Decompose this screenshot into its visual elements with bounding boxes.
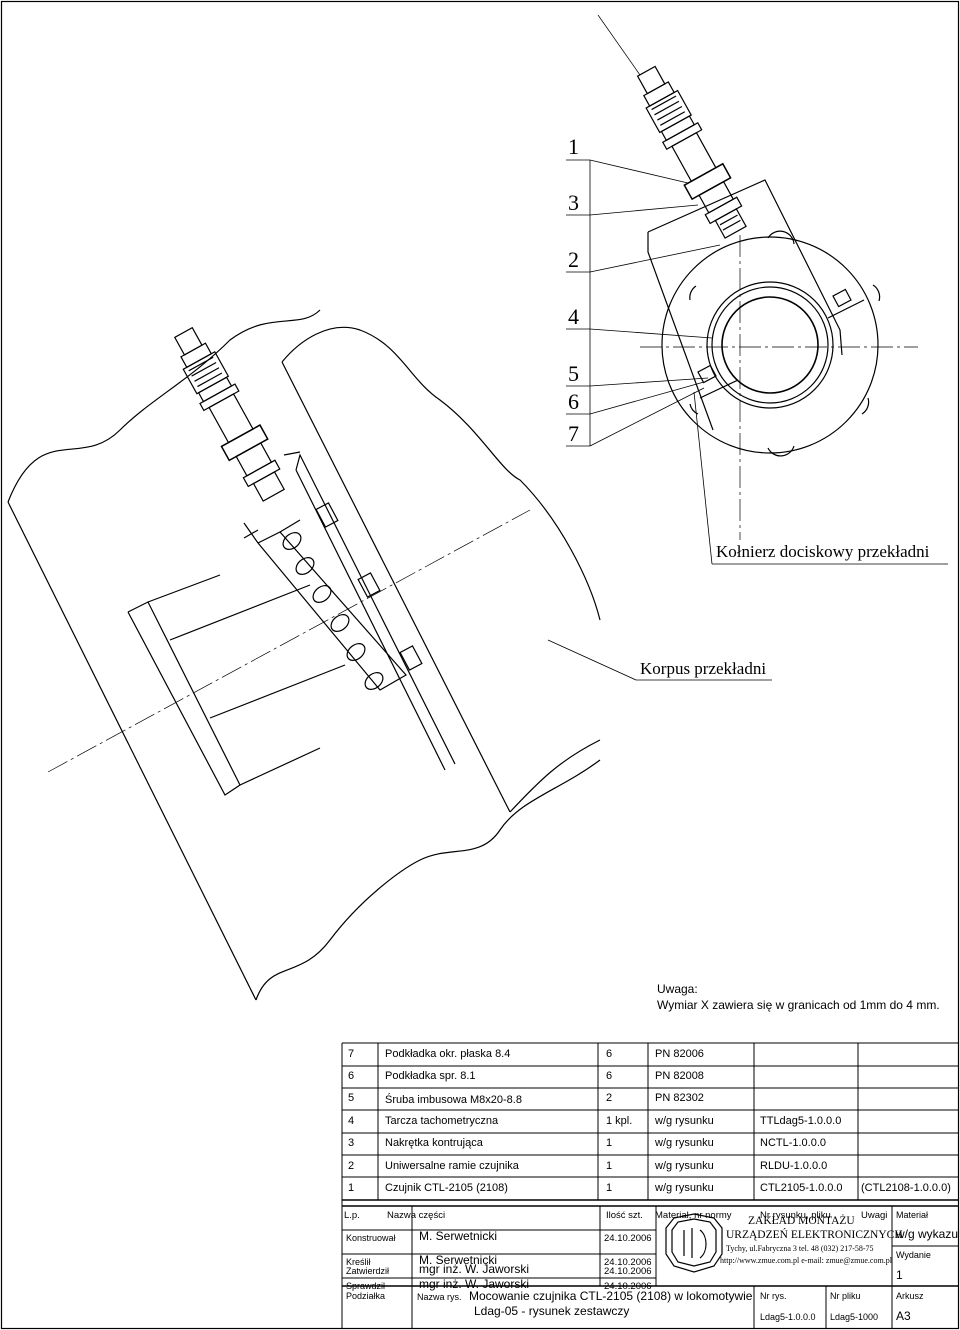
role-label: Zatwierdził — [346, 1266, 390, 1276]
parts-table-lines — [341, 1042, 958, 1328]
cell-qty: 2 — [606, 1092, 613, 1104]
cell-qty: 1 kpl. — [606, 1115, 633, 1127]
cell-name: Uniwersalne ramie czujnika — [385, 1160, 519, 1172]
role-date: 24.10.2006 — [604, 1233, 652, 1244]
callout-5: 5 — [568, 361, 579, 386]
header-name: Nazwa części — [387, 1210, 446, 1221]
cell-lp: 6 — [348, 1070, 355, 1082]
cell-lp: 1 — [348, 1182, 355, 1194]
callout-3: 3 — [568, 190, 579, 215]
sheet-label: Arkusz — [896, 1291, 924, 1301]
file-no-label: Nr pliku — [830, 1291, 861, 1301]
callout-7: 7 — [568, 421, 579, 446]
company-line2: URZĄDZEŃ ELEKTRONICZNYCH — [726, 1229, 903, 1241]
cell-name: Tarcza tachometryczna — [385, 1115, 499, 1127]
flange-label: Kołnierz dociskowy przekładni — [716, 542, 930, 561]
cell-material: PN 82006 — [655, 1048, 704, 1060]
cell-drawing: NCTL-1.0.0.0 — [760, 1137, 827, 1149]
note: Uwaga: Wymiar X zawiera się w granicach … — [657, 981, 940, 1013]
cell-lp: 2 — [348, 1160, 355, 1172]
header-lp: L.p. — [344, 1210, 360, 1221]
cell-name: Czujnik CTL-2105 (2108) — [385, 1182, 508, 1194]
cell-qty: 1 — [606, 1160, 613, 1172]
header-material: Materiał, nr normy — [655, 1210, 732, 1221]
cell-qty: 6 — [606, 1048, 613, 1060]
header-drawing: Nr rysunku, pliku — [760, 1210, 831, 1221]
role-date: 24.10.2006 — [604, 1257, 652, 1268]
edition-value: 1 — [896, 1268, 903, 1282]
drawing-name-label: Nazwa rys. — [417, 1292, 462, 1302]
edition-label: Wydanie — [896, 1250, 931, 1260]
cell-lp: 7 — [348, 1048, 355, 1060]
scale-label: Podziałka — [346, 1291, 386, 1301]
company-logo — [665, 1213, 723, 1273]
cell-material: PN 82008 — [655, 1070, 704, 1082]
role-person: mgr inż. W. Jaworski — [419, 1277, 530, 1291]
cell-drawing: RLDU-1.0.0.0 — [760, 1160, 828, 1172]
sheet-value: A3 — [896, 1309, 911, 1323]
cell-qty: 1 — [606, 1182, 613, 1194]
header-remarks: Uwagi — [861, 1210, 888, 1221]
note-title: Uwaga: — [657, 982, 698, 996]
role-label: Konstruował — [346, 1233, 396, 1243]
material-value: w/g wykazu — [896, 1227, 959, 1241]
cell-material: w/g rysunku — [655, 1182, 714, 1194]
cell-lp: 3 — [348, 1137, 355, 1149]
callout-2: 2 — [568, 247, 579, 272]
cell-material: w/g rysunku — [655, 1137, 714, 1149]
role-person: mgr inż. W. Jaworski — [419, 1262, 530, 1276]
section-view — [7, 309, 601, 1001]
cell-name: Śruba imbusowa M8x20-8.8 — [385, 1094, 522, 1106]
cell-material: PN 82302 — [655, 1092, 704, 1104]
company-line4: http://www.zmue.com.pl e-mail: zmue@zmue… — [720, 1256, 892, 1265]
role-label: Sprawdził — [346, 1281, 386, 1291]
cell-lp: 4 — [348, 1115, 355, 1127]
cell-material: w/g rysunku — [655, 1160, 714, 1172]
drawing-no-value: Ldag5-1.0.0.0 — [760, 1312, 816, 1322]
drawing-no-label: Nr rys. — [760, 1291, 787, 1301]
role-label: Kreślił — [346, 1257, 371, 1267]
callout-6: 6 — [568, 389, 579, 414]
role-date: 24.10.2006 — [604, 1266, 652, 1277]
cell-qty: 1 — [606, 1137, 613, 1149]
flange-view — [597, 14, 918, 540]
cell-material: w/g rysunku — [655, 1115, 714, 1127]
company-line3: Tychy, ul.Fabryczna 3 tel. 48 (032) 217-… — [726, 1244, 874, 1253]
header-qty: Ilość szt. — [606, 1210, 643, 1221]
file-no-value: Ldag5-1000 — [830, 1312, 879, 1322]
housing-label: Korpus przekładni — [640, 659, 767, 678]
callout-4: 4 — [568, 304, 579, 329]
callout-1: 1 — [568, 134, 579, 159]
role-date: 24.10.2006 — [604, 1281, 652, 1292]
cell-drawing: CTL2105-1.0.0.0 — [760, 1182, 843, 1194]
callout-leaders — [547, 159, 948, 681]
role-person: M. Serwetnicki — [419, 1229, 498, 1243]
note-text: Wymiar X zawiera się w granicach od 1mm … — [657, 998, 940, 1012]
drawing-name-line2: Ldag-05 - rysunek zestawczy — [474, 1304, 630, 1318]
cell-name: Podkładka okr. płaska 8.4 — [385, 1048, 511, 1060]
cell-remarks: (CTL2108-1.0.0.0) — [861, 1182, 951, 1194]
cell-name: Podkładka spr. 8.1 — [385, 1070, 476, 1082]
cell-drawing: TTLdag5-1.0.0.0 — [760, 1115, 842, 1127]
cell-lp: 5 — [348, 1092, 355, 1104]
drawing-name-line1: Mocowanie czujnika CTL-2105 (2108) w lok… — [469, 1289, 753, 1303]
company-line1: ZAKŁAD MONTAŻU — [748, 1215, 855, 1227]
material-label: Materiał — [896, 1210, 929, 1220]
role-person: M. Serwetnicki — [419, 1253, 498, 1267]
cell-qty: 6 — [606, 1070, 613, 1082]
cell-name: Nakrętka kontrująca — [385, 1137, 483, 1149]
